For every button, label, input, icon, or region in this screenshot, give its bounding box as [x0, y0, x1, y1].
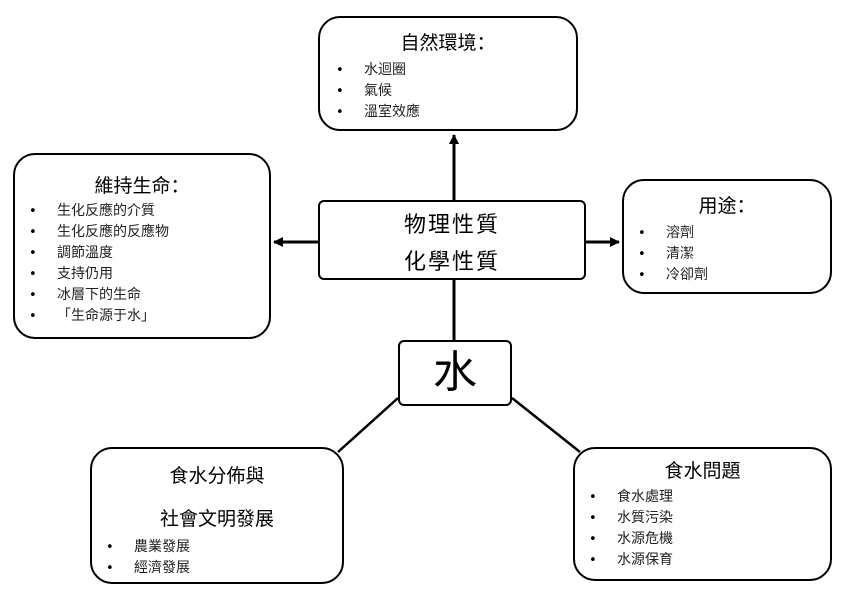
list-item: 清潔: [632, 244, 830, 265]
problems-title: 食水問題: [664, 460, 741, 482]
water-box: 水: [398, 340, 512, 406]
nature-title: 自然環境：: [400, 32, 496, 54]
distribution-title-line-1: 食水分佈與: [169, 465, 265, 487]
properties-box: 物理性質 化學性質: [318, 200, 586, 280]
problems-box: 食水問題 食水處理 水質污染 水源危機 水源保育: [573, 447, 832, 581]
list-item: 生化反應的介質: [23, 201, 269, 222]
physical-properties-label: 物理性質: [403, 213, 500, 238]
list-item: 溫室效應: [330, 102, 576, 123]
distribution-title-line-2: 社會文明發展: [159, 508, 274, 530]
uses-box: 用途： 溶劑 清潔 冷卻劑: [622, 179, 832, 294]
list-item: 支持仍用: [23, 264, 269, 285]
list-item: 「生命源于水」: [23, 306, 269, 327]
list-item: 冷卻劑: [632, 265, 830, 286]
life-box: 維持生命： 生化反應的介質 生化反應的反應物 調節溫度 支持仍用 冰層下的生命 …: [13, 153, 271, 339]
line-water-to-distribution: [337, 397, 399, 453]
life-list: 生化反應的介質 生化反應的反應物 調節溫度 支持仍用 冰層下的生命 「生命源于水…: [23, 201, 269, 327]
nature-list: 水迴圈 氣候 溫室效應: [330, 60, 576, 123]
uses-title: 用途：: [698, 195, 756, 217]
list-item: 經濟發展: [100, 558, 342, 579]
list-item: 冰層下的生命: [23, 285, 269, 306]
list-item: 水源危機: [583, 529, 830, 550]
list-item: 生化反應的反應物: [23, 222, 269, 243]
list-item: 水迴圈: [330, 60, 576, 81]
list-item: 食水處理: [583, 487, 830, 508]
list-item: 溶劑: [632, 223, 830, 244]
distribution-box: 食水分佈與 社會文明發展 農業發展 經濟發展: [90, 447, 344, 584]
list-item: 氣候: [330, 81, 576, 102]
distribution-list: 農業發展 經濟發展: [100, 537, 342, 579]
list-item: 調節溫度: [23, 243, 269, 264]
line-water-to-problems: [511, 397, 581, 453]
water-label: 水: [433, 347, 477, 398]
life-title: 維持生命：: [94, 175, 190, 197]
problems-list: 食水處理 水質污染 水源危機 水源保育: [583, 487, 830, 571]
list-item: 水質污染: [583, 508, 830, 529]
list-item: 農業發展: [100, 537, 342, 558]
uses-list: 溶劑 清潔 冷卻劑: [632, 223, 830, 286]
nature-box: 自然環境： 水迴圈 氣候 溫室效應: [318, 16, 578, 131]
chemical-properties-label: 化學性質: [403, 250, 500, 275]
list-item: 水源保育: [583, 550, 830, 571]
